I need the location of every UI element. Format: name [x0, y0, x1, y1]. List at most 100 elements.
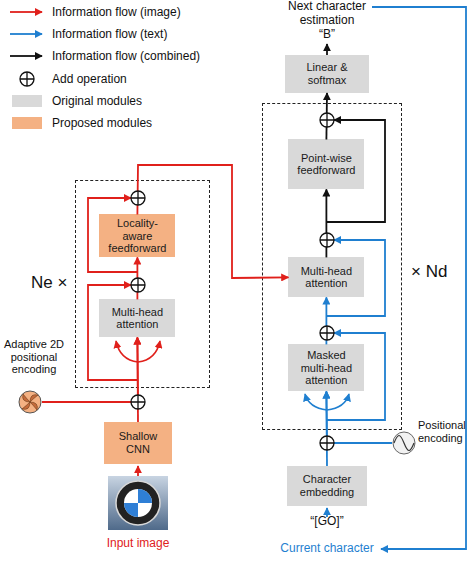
flow-arrow	[325, 189, 327, 257]
add-circle	[131, 395, 145, 409]
output-arrow	[326, 44, 328, 55]
add-symbol	[320, 436, 334, 450]
attention-arc	[327, 394, 349, 410]
legend-add-symbol	[4, 71, 48, 87]
legend-text: Proposed modules	[52, 116, 152, 130]
legend-entry: Add operation	[0, 71, 260, 87]
add-symbol	[131, 278, 145, 292]
original-module: Character embedding	[287, 466, 367, 506]
flow-arrow	[325, 297, 327, 344]
logo-ring	[116, 481, 160, 525]
attention-arc	[116, 341, 138, 362]
output-caption: Next character estimation	[282, 0, 372, 28]
legend-arrow	[4, 26, 48, 42]
repeat-count: Ne ×	[31, 273, 73, 293]
residual-line	[327, 333, 385, 420]
swirl-blade	[30, 395, 38, 402]
add-plus	[131, 395, 145, 409]
original-module: Multi-head attention	[288, 257, 364, 297]
swirl-blade	[23, 394, 30, 402]
add-symbol	[320, 233, 334, 247]
positional-encoding: Positional encoding	[392, 431, 416, 455]
legend-text: Add operation	[52, 72, 127, 86]
flow-arrow	[136, 257, 138, 299]
add-plus	[320, 113, 334, 127]
original-module: Masked multi-head attention	[288, 344, 364, 391]
original-module: Linear & softmax	[285, 55, 369, 93]
logo-quadrant	[124, 503, 138, 517]
encoding-symbol	[392, 431, 416, 455]
input-caption: Current character	[267, 542, 387, 556]
flow-arrow	[136, 337, 138, 422]
residual-lines	[88, 7, 466, 549]
add-circle	[320, 113, 334, 127]
original-module: Multi-head attention	[99, 299, 175, 337]
flow-arrow	[325, 93, 327, 139]
legend-entry: Proposed modules	[0, 115, 260, 131]
encoding-circle	[19, 391, 41, 413]
legend-entry: Original modules	[0, 93, 260, 109]
add-operations	[131, 113, 334, 450]
legend-swatch	[12, 95, 42, 107]
residual-line	[327, 120, 385, 222]
add-plus	[320, 233, 334, 247]
legend-entry: Information flow (combined)	[0, 48, 260, 64]
attention-arc	[305, 394, 327, 410]
input-character: “[GO]”	[287, 515, 367, 529]
flow-arrow	[42, 337, 138, 402]
add-symbol	[131, 191, 145, 205]
add-plus	[320, 436, 334, 450]
legend-text: Original modules	[52, 94, 142, 108]
legend-text: Information flow (combined)	[52, 49, 200, 63]
decoder-block: Point-wise feedforwardMulti-head attenti…	[262, 103, 402, 430]
add-plus	[320, 326, 334, 340]
repeat-count: × Nd	[411, 262, 461, 282]
legend-entry: Information flow (text)	[0, 26, 260, 42]
encoding-label: Adaptive 2D positional encoding	[0, 338, 72, 376]
add-symbol	[131, 395, 145, 409]
legend-arrow-line	[10, 55, 42, 57]
add-plus	[20, 72, 34, 86]
logo-center	[124, 489, 152, 517]
flow-arrow	[137, 165, 288, 278]
output-character: “B”	[297, 28, 357, 42]
original-module: Point-wise feedforward	[288, 139, 364, 189]
input-caption: Input image	[88, 537, 188, 551]
add-circle	[320, 326, 334, 340]
swirl-blade	[30, 402, 37, 410]
module-label: Multi-head attention	[104, 306, 170, 331]
add-plus	[131, 191, 145, 205]
legend-text: Information flow (image)	[52, 5, 181, 19]
add-circle	[320, 233, 334, 247]
module-label: Linear & softmax	[290, 61, 364, 86]
legend-arrow	[4, 4, 48, 20]
input-arrow	[137, 466, 139, 476]
module-label: Masked multi-head attention	[293, 349, 359, 387]
edge-layer	[42, 93, 392, 466]
attention-arc	[138, 341, 160, 362]
module-label: Character embedding	[292, 473, 362, 498]
legend-arrow-line	[10, 33, 42, 35]
sine-wave	[394, 436, 414, 451]
encoding-symbol	[18, 390, 42, 414]
module-label: Point-wise feedforward	[293, 152, 359, 177]
encoding-circle	[393, 432, 415, 454]
input-image	[108, 476, 168, 530]
legend-entry: Information flow (image)	[0, 4, 260, 20]
proposed-module: Shallow CNN	[104, 422, 172, 464]
flow-arrow	[325, 391, 327, 466]
add-symbol	[320, 113, 334, 127]
add-plus	[131, 278, 145, 292]
input-arrow	[326, 508, 328, 517]
legend-text: Information flow (text)	[52, 27, 167, 41]
logo-quadrant	[138, 489, 152, 503]
positional-encoding: Adaptive 2D positional encoding	[18, 390, 42, 414]
legend-swatch	[12, 117, 42, 129]
module-label: Shallow CNN	[109, 430, 167, 455]
module-label: Multi-head attention	[293, 265, 359, 290]
legend-arrow	[4, 48, 48, 64]
add-circle	[131, 191, 145, 205]
add-circle	[20, 72, 34, 86]
